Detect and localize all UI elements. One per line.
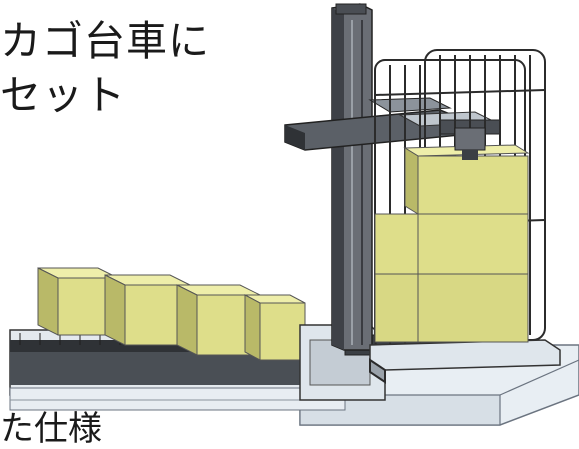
caption-line-1: カゴ台車に xyxy=(0,17,210,65)
cart-boxes xyxy=(374,144,530,343)
conveyor-boxes xyxy=(37,267,306,361)
robot-column xyxy=(331,3,373,351)
gripper xyxy=(454,127,486,160)
palletizing-system-illustration xyxy=(9,3,579,426)
caption: カゴ台車に セット xyxy=(0,14,210,122)
footer-text-fragment: た仕様 xyxy=(0,409,102,449)
caption-line-2: セット xyxy=(0,71,126,119)
